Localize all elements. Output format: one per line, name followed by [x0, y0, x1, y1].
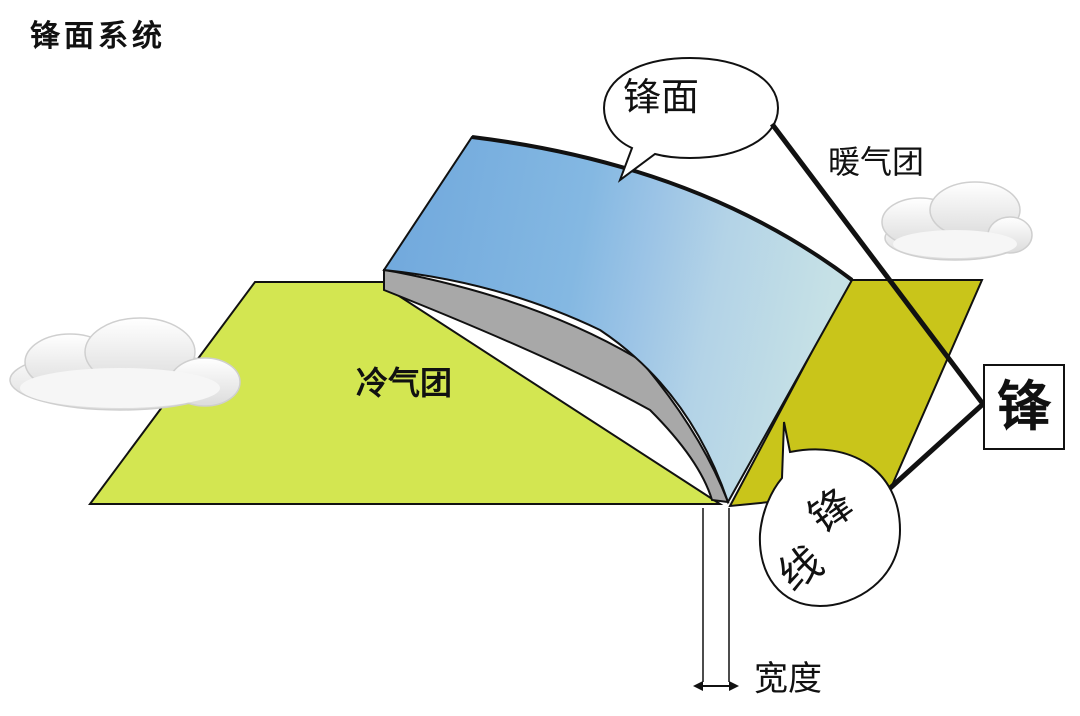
diagram-title: 锋面系统 — [30, 19, 166, 54]
width-label: 宽度 — [754, 659, 822, 699]
cloud-icon-left — [9, 317, 241, 411]
front-line-callout — [758, 421, 902, 608]
front-surface-label: 锋面 — [623, 75, 700, 119]
front-surface-top-edge — [471, 135, 854, 282]
front-label-box: 锋 — [983, 364, 1065, 450]
front-label: 锋 — [997, 375, 1051, 438]
cold-air-mass-label: 冷气团 — [356, 364, 453, 402]
cloud-icon-right — [881, 181, 1033, 261]
warm-air-mass-label: 暖气团 — [828, 143, 925, 181]
double-arrow-icon — [693, 681, 739, 691]
front-bracket-upper — [770, 122, 985, 406]
front-bracket-lower — [886, 402, 985, 492]
front-surface-callout — [602, 56, 780, 183]
